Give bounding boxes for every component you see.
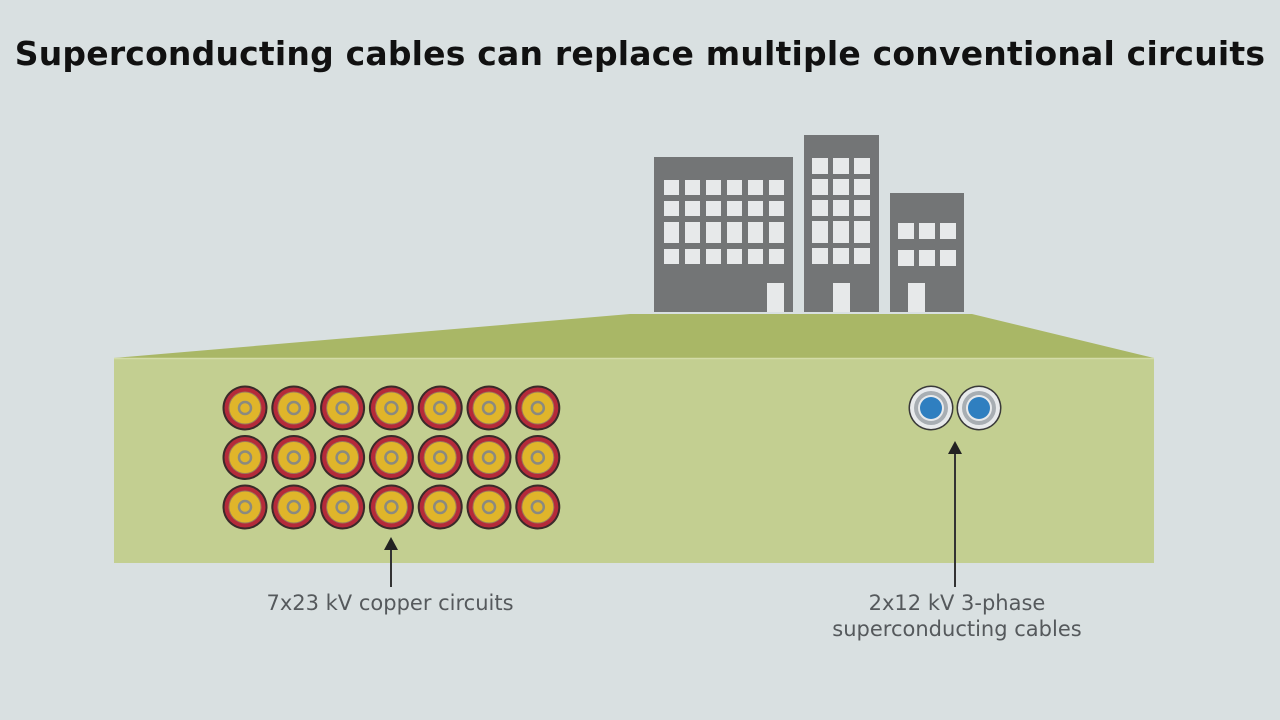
superconducting-cable — [908, 385, 954, 431]
window — [833, 200, 849, 216]
copper-cable — [320, 385, 366, 431]
window — [706, 249, 721, 264]
copper-cable — [466, 385, 512, 431]
copper-arrow-icon — [384, 537, 398, 587]
window — [833, 158, 849, 174]
window — [769, 222, 784, 243]
window — [854, 179, 870, 195]
window — [748, 201, 763, 216]
window — [919, 223, 935, 239]
window — [685, 201, 700, 216]
window — [854, 158, 870, 174]
building-door — [833, 283, 850, 312]
window — [940, 223, 956, 239]
window — [748, 249, 763, 264]
window — [769, 201, 784, 216]
window — [898, 223, 914, 239]
window — [727, 249, 742, 264]
window — [812, 179, 828, 195]
copper-cable — [515, 385, 561, 431]
building-center — [804, 135, 879, 312]
window — [854, 221, 870, 243]
window — [812, 221, 828, 243]
window — [664, 222, 679, 243]
copper-circuits-label: 7x23 kV copper circuits — [266, 591, 514, 615]
window — [748, 180, 763, 195]
window — [812, 158, 828, 174]
window — [854, 248, 870, 264]
copper-cable — [222, 435, 268, 480]
window — [727, 180, 742, 195]
window — [812, 200, 828, 216]
window — [769, 180, 784, 195]
window — [833, 221, 849, 243]
superconducting-label-line2: superconducting cables — [832, 617, 1082, 641]
building-door — [908, 283, 925, 312]
copper-cable — [466, 484, 512, 530]
copper-cable — [271, 435, 317, 480]
ground-cross-section — [114, 358, 1154, 563]
copper-cable — [222, 484, 268, 530]
superconducting-cables-label: 2x12 kV 3-phase superconducting cables — [800, 590, 1114, 642]
window — [727, 222, 742, 243]
window — [664, 249, 679, 264]
superconducting-arrow-icon — [948, 441, 962, 587]
copper-cable — [368, 435, 414, 480]
ground-top-surface — [114, 314, 1154, 358]
copper-cable — [271, 385, 317, 431]
copper-cable — [466, 435, 512, 480]
copper-circuit-grid — [222, 385, 561, 530]
copper-cable — [417, 385, 463, 431]
window — [919, 250, 935, 266]
building-right — [890, 193, 964, 312]
window — [812, 248, 828, 264]
window — [769, 249, 784, 264]
copper-cable — [320, 435, 366, 480]
diagram-title: Superconducting cables can replace multi… — [14, 34, 1266, 73]
window — [854, 200, 870, 216]
window — [727, 201, 742, 216]
window — [706, 222, 721, 243]
window — [685, 222, 700, 243]
copper-cable — [368, 385, 414, 431]
copper-cable — [320, 484, 366, 530]
superconducting-cable-group — [908, 385, 1002, 431]
copper-cable — [515, 435, 561, 480]
window — [940, 250, 956, 266]
city-buildings — [654, 135, 964, 312]
window — [664, 201, 679, 216]
window — [833, 248, 849, 264]
superconducting-cable — [956, 385, 1002, 431]
building-left — [654, 157, 793, 312]
copper-cable — [515, 484, 561, 530]
copper-cable — [368, 484, 414, 530]
window — [706, 201, 721, 216]
window — [685, 249, 700, 264]
copper-cable — [271, 484, 317, 530]
copper-cable — [417, 484, 463, 530]
window — [706, 180, 721, 195]
window — [833, 179, 849, 195]
window — [685, 180, 700, 195]
window — [664, 180, 679, 195]
building-door — [767, 283, 784, 312]
superconducting-label-line1: 2x12 kV 3-phase — [868, 591, 1046, 615]
window — [748, 222, 763, 243]
copper-cable — [222, 385, 268, 431]
window — [898, 250, 914, 266]
copper-cable — [417, 435, 463, 480]
